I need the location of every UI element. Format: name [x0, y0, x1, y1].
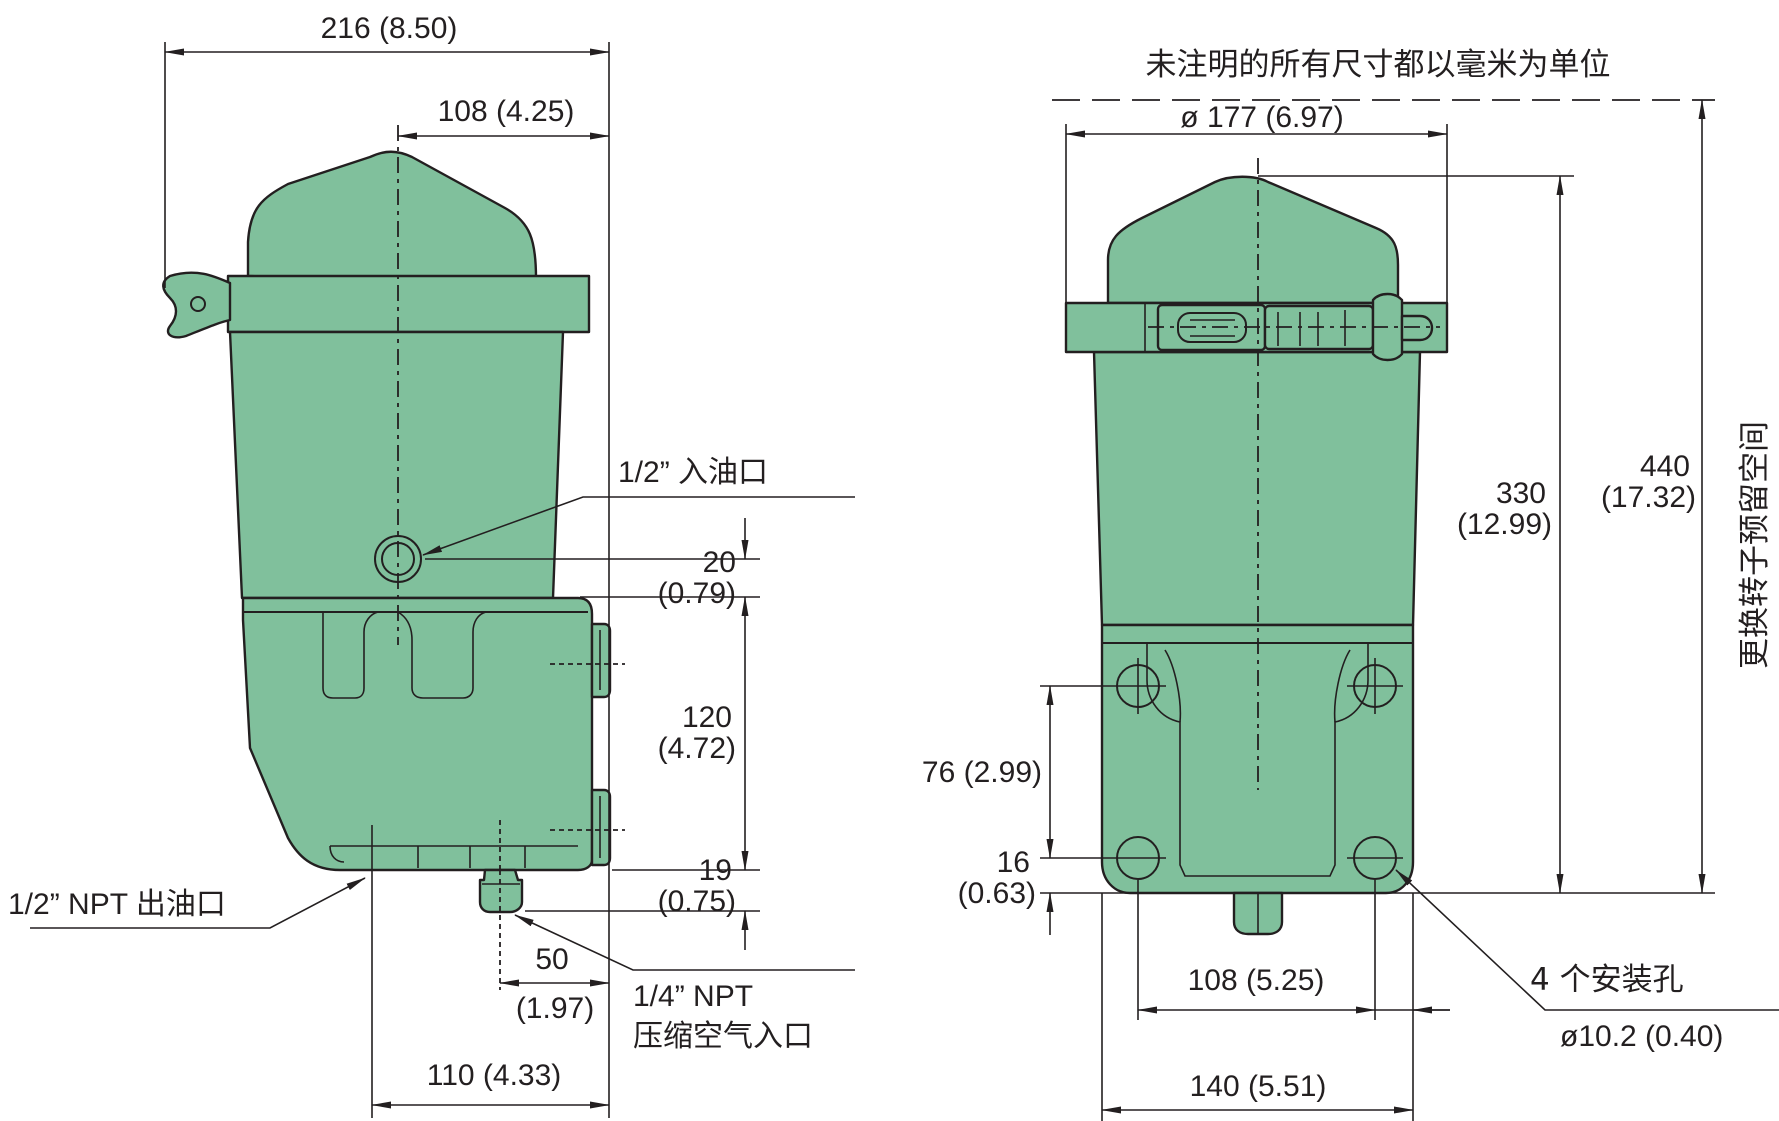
- dim-20-in-label: (0.79): [658, 577, 736, 610]
- hole-dia-label: ø10.2 (0.40): [1560, 1020, 1723, 1053]
- side-lid-dome: [246, 150, 538, 285]
- side-bowl: [228, 330, 565, 600]
- dim-50-in-label: (1.97): [516, 992, 594, 1025]
- holes-label: 4 个安装孔: [1530, 962, 1684, 998]
- air-inlet-fitting: [478, 868, 524, 914]
- tommy-knob: [162, 271, 232, 339]
- air-inlet-leader: [514, 914, 855, 971]
- front-bowl: [1092, 350, 1422, 627]
- front-view: 未注明的所有尺寸都以毫米为单位 ø 177 (6.97) 330 (12.99)…: [922, 47, 1779, 1121]
- dim-120-label: 120: [682, 701, 732, 734]
- units-note: 未注明的所有尺寸都以毫米为单位: [1146, 47, 1611, 83]
- inlet-label: 1/2” 入油口: [618, 456, 768, 489]
- side-lower-housing: [241, 596, 594, 872]
- inlet-leader: [422, 496, 855, 556]
- dim-140-label: 140 (5.51): [1190, 1070, 1327, 1103]
- side-rib-1: [322, 611, 379, 699]
- side-rib-2: [397, 611, 487, 699]
- side-clamp-band: [226, 274, 591, 334]
- outlet-label: 1/2” NPT 出油口: [8, 888, 226, 921]
- front-inner-wall: [1164, 649, 1351, 723]
- outlet-leader: [30, 877, 366, 929]
- front-lid-dome: [1106, 175, 1400, 305]
- hole-leader: [1395, 869, 1779, 1011]
- dim-50-label: 50: [535, 943, 568, 976]
- air-inlet-label-2: 压缩空气入口: [633, 1020, 813, 1053]
- dim-216-label: 216 (8.50): [321, 12, 458, 45]
- side-view: 216 (8.50) 108 (4.25) 1/2” 入油口 20 (0.79)…: [8, 12, 855, 1118]
- rotor-clearance-label: 更换转子预留空间: [1737, 421, 1773, 669]
- dim-20-label: 20: [703, 546, 736, 579]
- dim-19-in-label: (0.75): [658, 885, 736, 918]
- dim-16-in-label: (0.63): [958, 877, 1036, 910]
- air-inlet-label-1: 1/4” NPT: [633, 980, 753, 1013]
- dim-330-label: 330: [1496, 477, 1546, 510]
- tommy-knob-hole: [190, 296, 206, 312]
- dim-108-front-label: 108 (5.25): [1188, 964, 1325, 997]
- front-inner-body: [1146, 643, 1369, 877]
- dim-120-in-label: (4.72): [658, 732, 736, 765]
- dim-dia-label: ø 177 (6.97): [1180, 101, 1343, 134]
- dim-19-label: 19: [699, 854, 732, 887]
- dim-16-label: 16: [997, 846, 1030, 879]
- side-port-upper: [590, 622, 612, 699]
- dim-440-label: 440: [1640, 450, 1690, 483]
- side-port-lower: [590, 788, 612, 867]
- dim-440-in-label: (17.32): [1601, 481, 1696, 514]
- dim-330-in-label: (12.99): [1457, 508, 1552, 541]
- dim-110-label: 110 (4.33): [427, 1059, 562, 1092]
- dim-108-label: 108 (4.25): [438, 95, 575, 128]
- dim-76-label: 76 (2.99): [922, 756, 1042, 789]
- side-base-ribs: [329, 845, 578, 868]
